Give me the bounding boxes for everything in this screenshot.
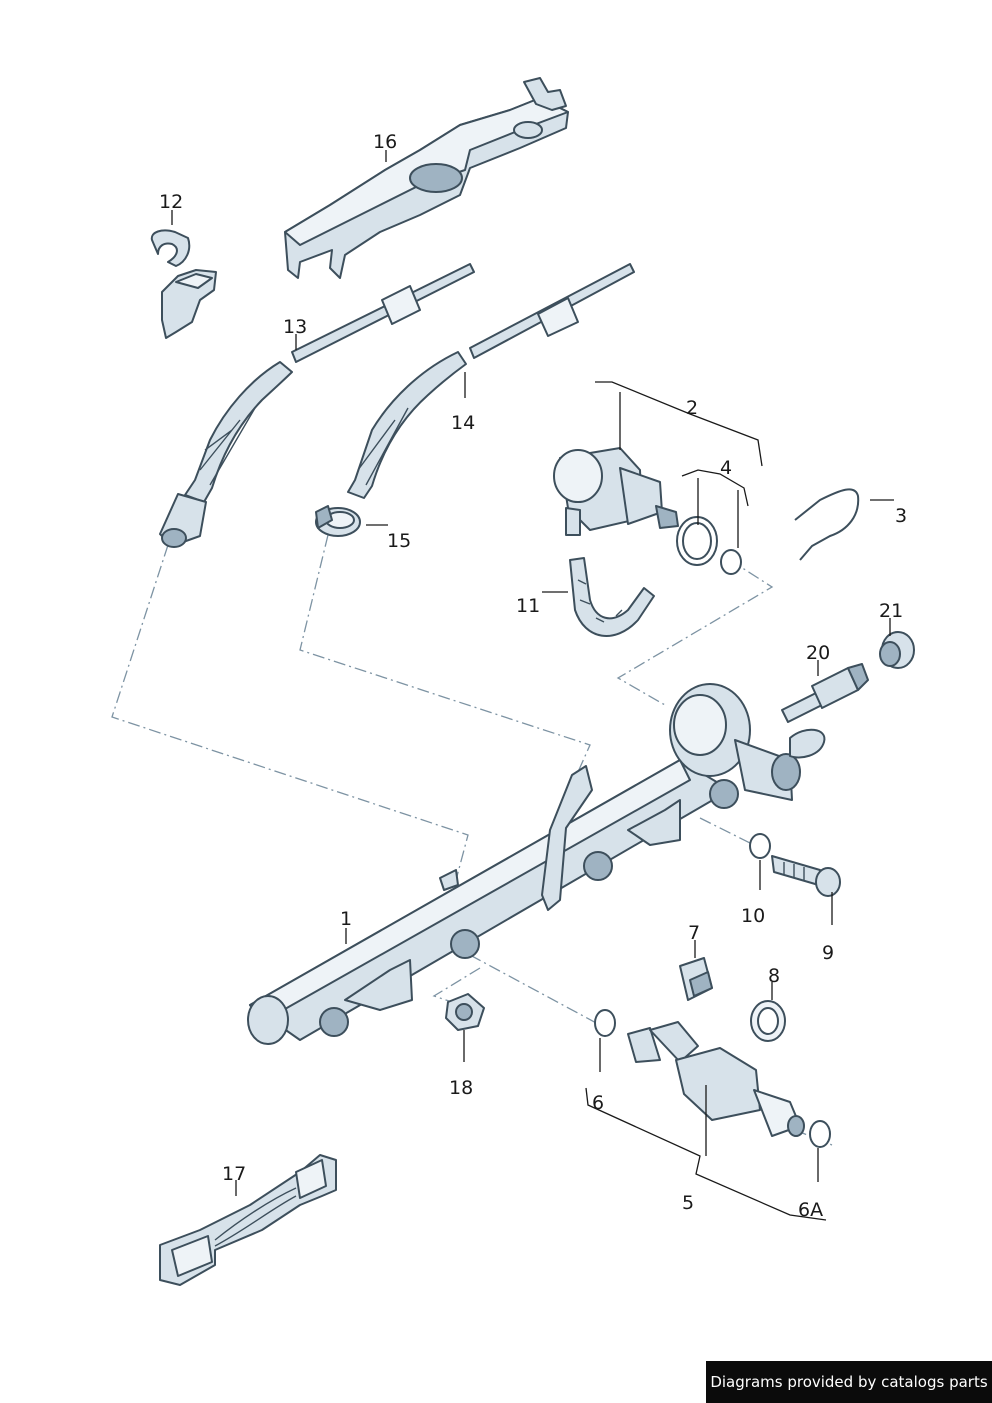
label-16: 16 [373, 131, 397, 153]
part-16-cover[interactable] [284, 77, 569, 279]
part-3-spring-clip[interactable] [794, 488, 860, 561]
part-9-bolt[interactable] [771, 855, 841, 897]
part-6a-o-ring[interactable] [809, 1120, 831, 1148]
label-18: 18 [449, 1077, 473, 1099]
label-13: 13 [283, 316, 307, 338]
part-10-washer[interactable] [749, 833, 771, 859]
label-6a: 6A [798, 1199, 823, 1221]
label-6: 6 [592, 1092, 604, 1114]
label-2: 2 [686, 397, 698, 419]
part-4-o-rings[interactable] [676, 516, 742, 575]
label-5: 5 [682, 1192, 694, 1214]
label-4: 4 [720, 457, 732, 479]
part-18-nut[interactable] [445, 993, 485, 1031]
part-7-clip[interactable] [679, 957, 713, 1001]
part-13-hose[interactable] [159, 263, 475, 548]
credit-banner: Diagrams provided by catalogs parts [706, 1361, 992, 1403]
leader-lines [171, 150, 894, 1221]
label-21: 21 [879, 600, 903, 622]
part-21-cap[interactable] [879, 631, 915, 669]
part-14-hose[interactable] [347, 263, 635, 499]
part-8-o-ring[interactable] [750, 1000, 786, 1042]
label-12: 12 [159, 191, 183, 213]
part-6-o-ring[interactable] [594, 1009, 616, 1037]
part-2-pressure-regulator[interactable] [553, 447, 679, 536]
label-20: 20 [806, 642, 830, 664]
label-7: 7 [688, 922, 700, 944]
part-5-injector[interactable] [627, 1021, 805, 1137]
label-17: 17 [222, 1163, 246, 1185]
part-17-holder[interactable] [159, 1154, 337, 1286]
label-8: 8 [768, 965, 780, 987]
part-20-pressure-sensor[interactable] [781, 663, 869, 723]
label-1: 1 [340, 908, 352, 930]
label-14: 14 [451, 412, 475, 434]
label-15: 15 [387, 530, 411, 552]
label-11: 11 [516, 595, 540, 617]
label-10: 10 [741, 905, 765, 927]
callout-labels: 1 2 3 4 5 6 6A 7 8 9 10 11 12 13 14 15 1… [159, 131, 907, 1221]
label-9: 9 [822, 942, 834, 964]
part-15-clamp[interactable] [315, 505, 361, 537]
label-3: 3 [895, 505, 907, 527]
part-11-vacuum-hose[interactable] [569, 557, 655, 637]
part-1-fuel-rail[interactable] [247, 683, 826, 1045]
part-12-clip[interactable] [150, 229, 217, 339]
